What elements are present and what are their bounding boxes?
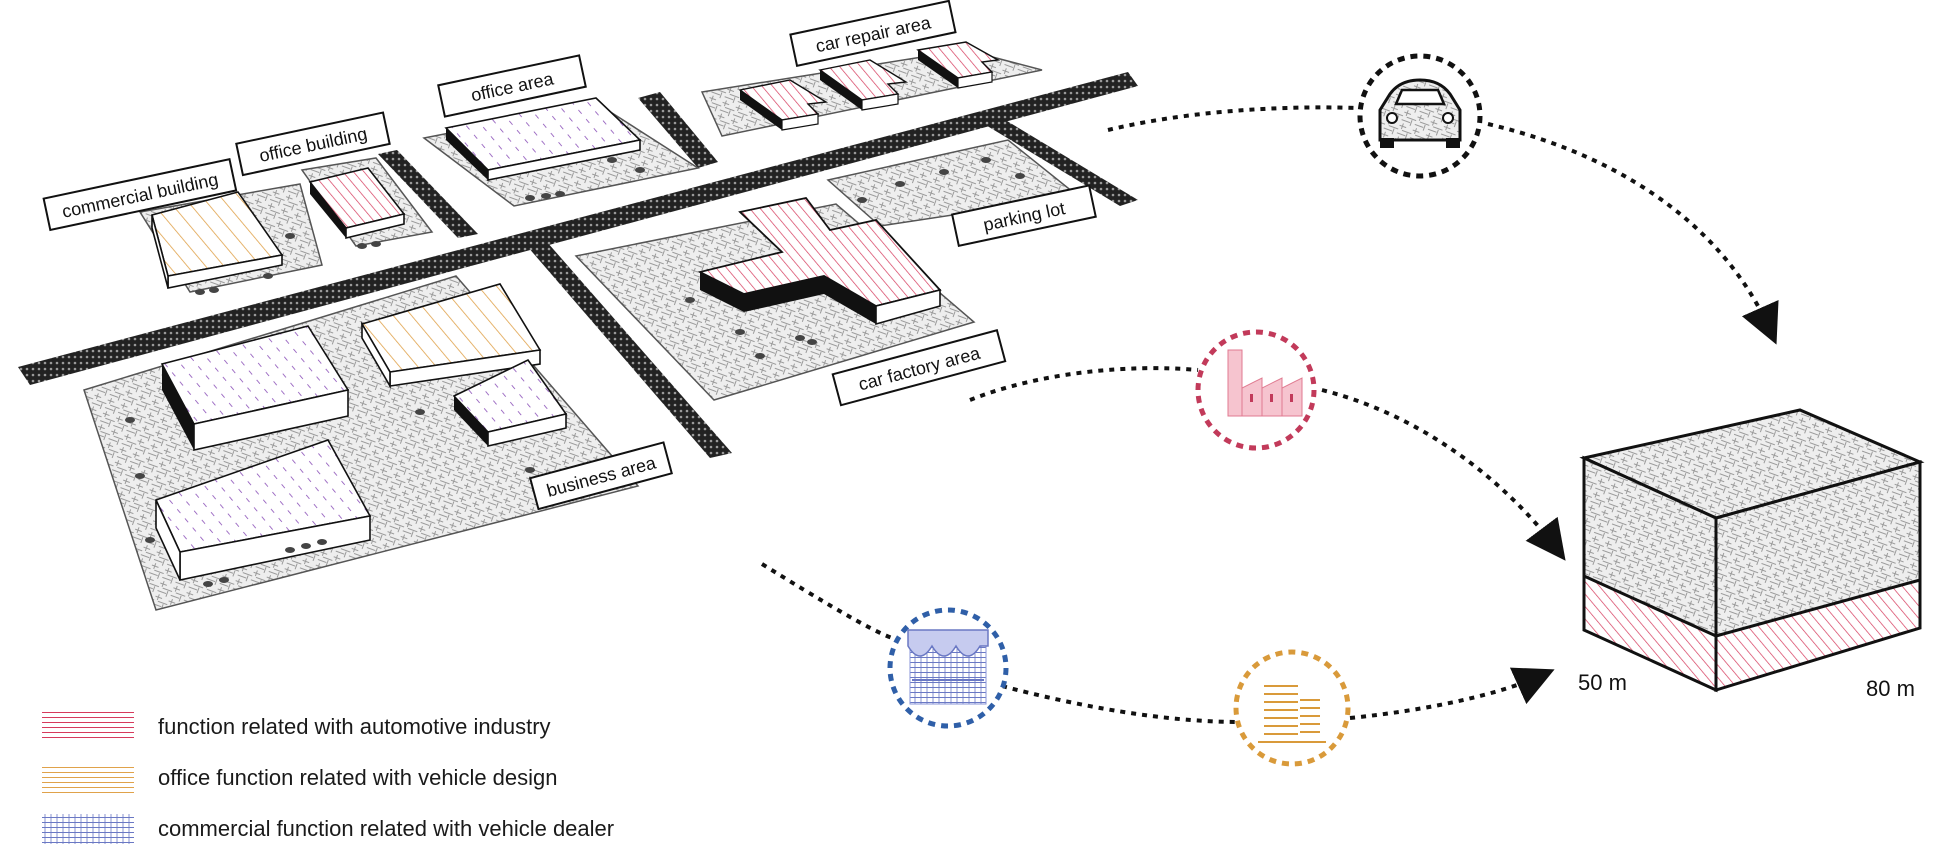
arrow-shop-to-office xyxy=(1001,684,1241,724)
legend-item-commercial: commercial function related with vehicle… xyxy=(158,812,614,846)
car-factory-block xyxy=(697,197,942,326)
arrow-car-in xyxy=(1107,105,1359,132)
parked-cars xyxy=(125,157,1025,587)
arrow-office-out xyxy=(1349,667,1555,720)
office-building-icon xyxy=(1233,649,1351,767)
cross-road-center xyxy=(527,242,732,458)
legend-swatch-automotive xyxy=(42,712,134,742)
office-building-block xyxy=(308,167,406,240)
main-road xyxy=(18,72,1138,385)
cross-road-right xyxy=(984,118,1138,206)
arrow-factory-out xyxy=(1321,388,1566,561)
legend-label: commercial function related with vehicle… xyxy=(158,816,615,841)
arrow-car-out xyxy=(1487,122,1779,345)
cross-road-left xyxy=(378,150,478,238)
legend-swatch-office xyxy=(42,763,134,793)
lot-business xyxy=(83,275,640,611)
office-area-block xyxy=(444,97,642,181)
building-volume xyxy=(1579,408,1925,693)
ground-floor-side xyxy=(1714,578,1922,693)
legend-label: function related with automotive industr… xyxy=(158,714,551,739)
car-repair-blocks xyxy=(738,41,1001,131)
legend-item-office: office function related with vehicle des… xyxy=(158,761,558,795)
legend-swatch-commercial xyxy=(42,814,134,844)
shop-icon xyxy=(887,607,1009,729)
business-commercial-blocks xyxy=(154,325,568,581)
arrow-factory-in xyxy=(969,366,1199,402)
label-parking-lot: parking lot xyxy=(950,184,1097,247)
arrow-shop-in xyxy=(760,562,893,640)
cross-road-upper xyxy=(638,92,718,168)
dimension-depth: 50 m xyxy=(1578,670,1627,695)
legend-item-automotive: function related with automotive industr… xyxy=(158,710,551,744)
factory-icon xyxy=(1195,329,1317,451)
flow-arrows xyxy=(760,105,1779,724)
commercial-building-block xyxy=(151,191,284,289)
legend-label: office function related with vehicle des… xyxy=(158,765,558,790)
business-office-block xyxy=(360,283,542,389)
dimension-width: 80 m xyxy=(1866,676,1915,701)
car-icon xyxy=(1357,53,1483,179)
